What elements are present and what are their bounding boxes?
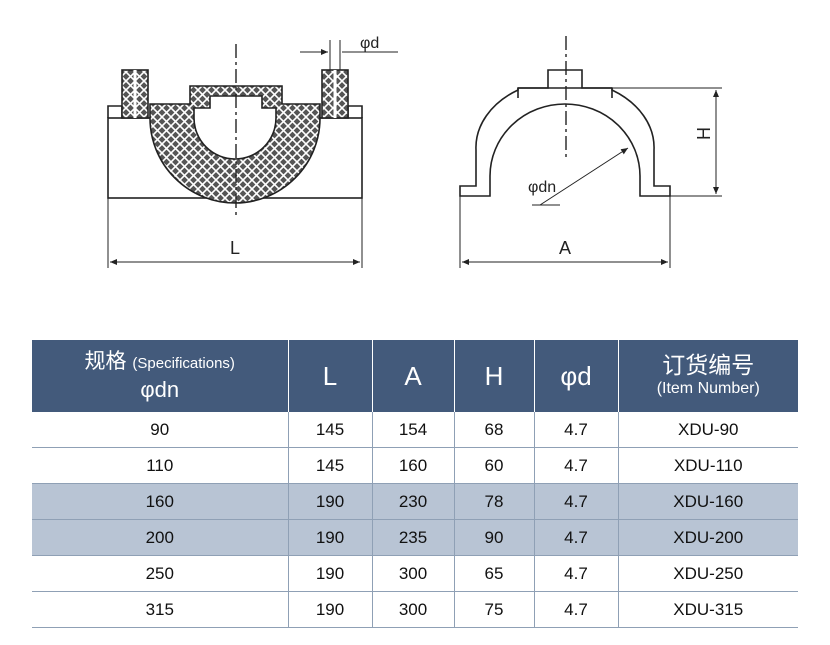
cell-A: 160	[372, 447, 455, 484]
cell-item: XDU-90	[618, 412, 798, 448]
cell-H: 75	[454, 591, 535, 628]
cell-H: 78	[454, 483, 535, 520]
cell-L: 190	[288, 483, 373, 520]
technical-drawing: φd L φdn H A	[107, 35, 722, 268]
cell-dn: 200	[32, 519, 289, 556]
arch-outline	[459, 69, 671, 197]
cell-A: 154	[372, 412, 455, 448]
cell-dn: 315	[32, 591, 289, 628]
cell-A: 230	[372, 483, 455, 520]
cell-d: 4.7	[534, 519, 619, 556]
cell-L: 190	[288, 591, 373, 628]
label-H: H	[694, 127, 714, 140]
cell-A: 300	[372, 591, 455, 628]
cell-item: XDU-160	[618, 483, 798, 520]
label-phi-d: φd	[360, 35, 379, 52]
cell-H: 60	[454, 447, 535, 484]
cell-d: 4.7	[534, 412, 619, 448]
header-A: A	[372, 340, 455, 412]
header-item-cn: 订货编号	[662, 352, 755, 378]
end-view: φdn H A	[459, 36, 722, 268]
header-spec-en: (Specifications)	[132, 355, 235, 372]
cell-L: 145	[288, 447, 373, 484]
header-spec-sub: φdn	[140, 377, 180, 402]
header-item-en: (Item Number)	[656, 380, 760, 397]
cell-dn: 90	[32, 412, 289, 448]
header-d: φd	[534, 340, 619, 412]
cell-A: 235	[372, 519, 455, 556]
header-L: L	[288, 340, 373, 412]
cell-item: XDU-200	[618, 519, 798, 556]
label-A: A	[559, 238, 571, 258]
header-H: H	[454, 340, 535, 412]
cell-A: 300	[372, 555, 455, 592]
cell-d: 4.7	[534, 591, 619, 628]
header-spec-cn: 规格	[84, 350, 127, 373]
table-header-row: 规格 (Specifications) φdn L A H φd 订货编号 (I…	[32, 340, 798, 412]
cell-H: 90	[454, 519, 535, 556]
cell-L: 190	[288, 555, 373, 592]
cell-d: 4.7	[534, 555, 619, 592]
header-spec: 规格 (Specifications) φdn	[32, 340, 289, 412]
cell-dn: 160	[32, 483, 289, 520]
cell-L: 190	[288, 519, 373, 556]
cell-H: 68	[454, 412, 535, 448]
cell-L: 145	[288, 412, 373, 448]
cell-d: 4.7	[534, 483, 619, 520]
cell-item: XDU-315	[618, 591, 798, 628]
spec-table: 规格 (Specifications) φdn L A H φd 订货编号 (I…	[32, 340, 798, 628]
cell-dn: 110	[32, 447, 289, 484]
cell-d: 4.7	[534, 447, 619, 484]
cell-item: XDU-250	[618, 555, 798, 592]
label-phi-dn: φdn	[528, 179, 556, 196]
cell-H: 65	[454, 555, 535, 592]
section-view: φd L	[107, 35, 398, 268]
cell-item: XDU-110	[618, 447, 798, 484]
label-L: L	[230, 238, 240, 258]
header-item: 订货编号 (Item Number)	[618, 340, 798, 412]
cell-dn: 250	[32, 555, 289, 592]
